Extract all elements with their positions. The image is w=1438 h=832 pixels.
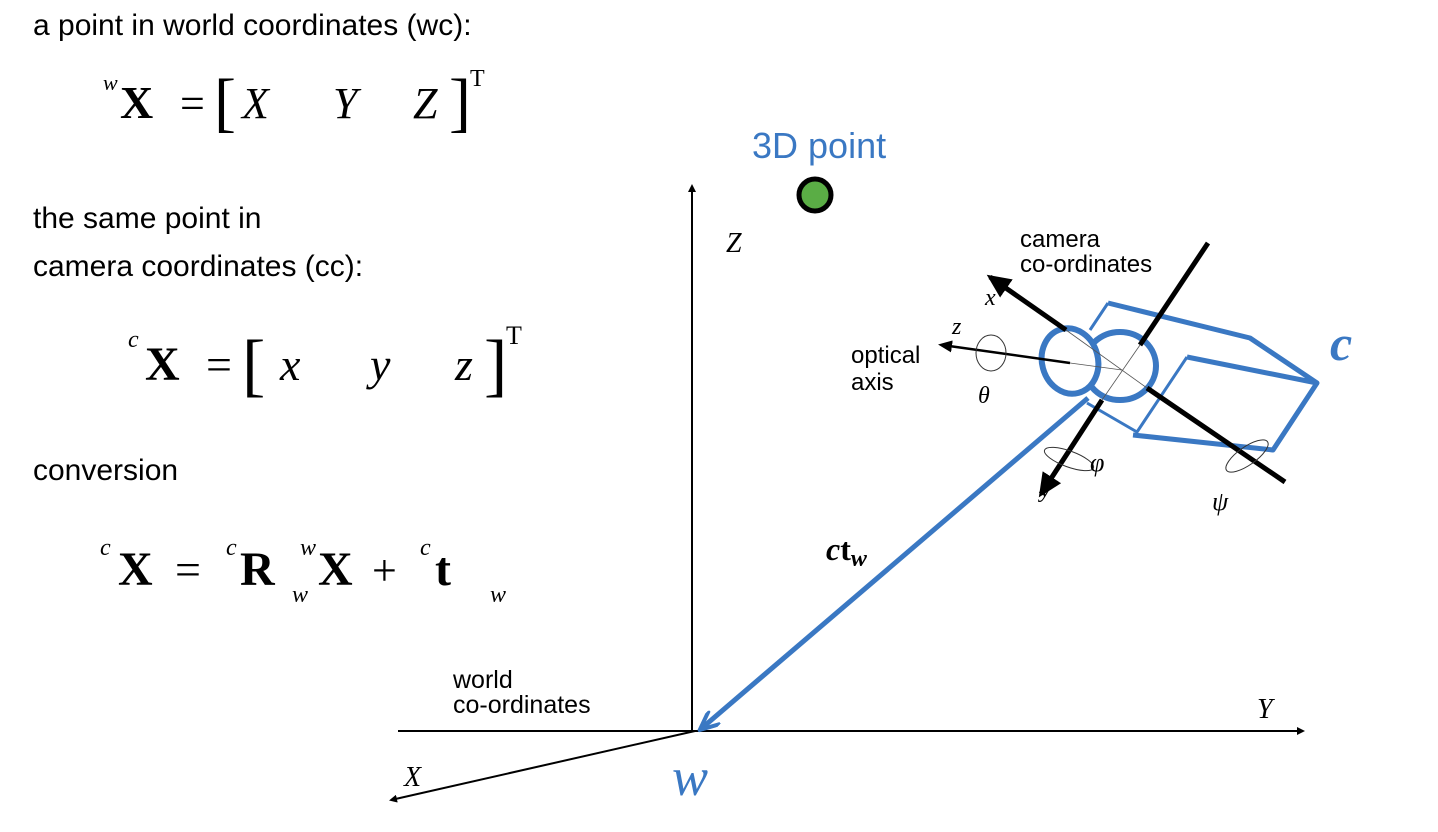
camera-rotation-axis — [1137, 241, 1211, 347]
theta-label: θ — [978, 383, 990, 409]
formula-camera-point: c X = [ x y z ] T — [128, 321, 522, 404]
optical-axis-label-2: axis — [851, 369, 894, 396]
left-bracket: [ — [242, 327, 265, 404]
world-point-label: a point in world coordinates (wc): — [33, 9, 472, 42]
psi-label: ψ — [1212, 487, 1229, 516]
right-bracket: ] — [449, 66, 471, 139]
camera-point-label-1: the same point in — [33, 202, 261, 235]
world-origin-label: w — [672, 747, 708, 807]
point-label: 3D point — [752, 125, 886, 166]
rotation-r: R — [240, 543, 276, 596]
formula-world-point: w X = [ X Y Z ] T — [103, 66, 485, 139]
element-3: Z — [413, 79, 438, 128]
world-z-label: Z — [726, 228, 742, 259]
transpose: T — [470, 66, 485, 92]
phi-rotation-icon — [1043, 446, 1095, 472]
frame-superscript: w — [103, 70, 118, 95]
camera-y-axis — [1038, 398, 1105, 498]
world-x-label: X — [403, 762, 422, 793]
translation-t: t — [840, 531, 851, 567]
element-3: z — [454, 339, 473, 390]
theta-rotation-icon — [975, 334, 1007, 372]
camera-label-1: camera — [1020, 226, 1101, 253]
equals: = — [175, 544, 201, 595]
transpose: T — [506, 321, 522, 350]
left-bracket: [ — [214, 66, 236, 139]
camera-point-label-2: camera coordinates (cc): — [33, 250, 363, 283]
camera-x-axis — [986, 274, 1068, 333]
camera-icon — [1038, 300, 1320, 453]
world-x-axis — [389, 730, 696, 803]
translation-label: ctw — [826, 531, 868, 572]
world-label-2: co-ordinates — [453, 691, 591, 719]
3d-point-marker — [796, 176, 834, 214]
camera-x-label: x — [984, 285, 996, 311]
sup-w: w — [300, 535, 316, 561]
phi-label: φ — [1090, 448, 1104, 477]
equals: = — [206, 339, 232, 390]
symbol-x: X — [318, 543, 353, 596]
camera-z-label: z — [951, 314, 962, 340]
lens-guide-lines — [1065, 329, 1148, 401]
formula-conversion: c X = c R w w X + c t w — [100, 535, 506, 608]
sup-c: c — [226, 535, 237, 561]
right-bracket: ] — [484, 327, 507, 404]
sub-w: w — [490, 582, 506, 608]
camera-rotation-axis — [1145, 385, 1287, 485]
element-2: Y — [333, 79, 362, 128]
world-y-label: Y — [1257, 694, 1276, 725]
camera-center-label: c — [1330, 315, 1352, 371]
psi-rotation-icon — [1225, 439, 1269, 473]
element-2: y — [366, 339, 391, 390]
symbol: X — [120, 77, 153, 128]
optical-axis-label-1: optical — [851, 342, 920, 369]
camera-y-label: y — [1038, 477, 1051, 503]
element-1: x — [279, 339, 301, 390]
element-1: X — [240, 79, 271, 128]
translation-t: t — [435, 543, 451, 596]
translation-w: w — [851, 546, 868, 572]
sub-w: w — [292, 582, 308, 608]
world-label-1: world — [452, 666, 513, 694]
symbol-x: X — [118, 543, 153, 596]
equals: = — [180, 79, 205, 128]
frame-superscript: c — [128, 327, 139, 353]
symbol: X — [145, 338, 180, 391]
conversion-label: conversion — [33, 454, 178, 487]
translation-c: c — [826, 531, 840, 567]
sup-c: c — [420, 535, 431, 561]
sup-c: c — [100, 535, 111, 561]
translation-vector — [702, 396, 1090, 728]
plus: + — [372, 546, 397, 595]
camera-label-2: co-ordinates — [1020, 251, 1152, 278]
